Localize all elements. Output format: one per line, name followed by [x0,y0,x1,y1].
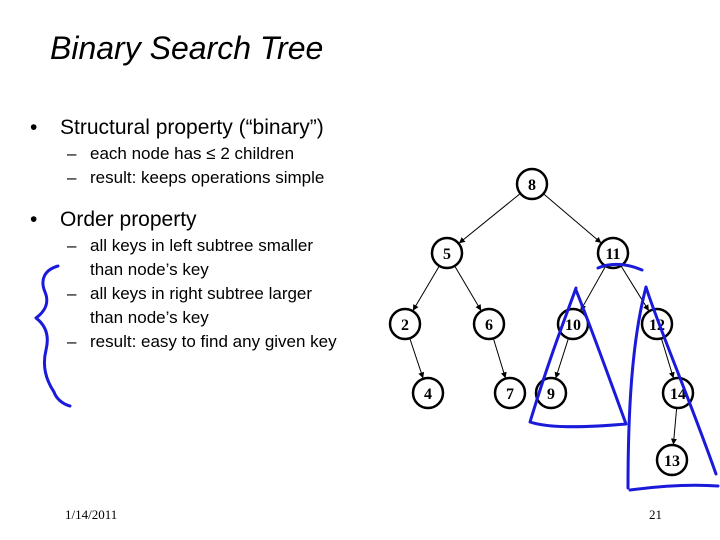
bullet-text: Structural property (“binary”) [60,116,324,139]
node-circle [640,307,674,341]
node-circle [472,307,506,341]
tree-node-12: 12 [640,307,674,341]
subitem-text: all keys in left subtree smaller [90,236,313,255]
bullet-structural: • Structural property (“binary”) [30,114,400,142]
tree-edge [454,265,482,311]
bullet-text: Order property [60,208,197,231]
tree-edge [620,265,649,311]
tree-edges [409,193,678,445]
subitem: – all keys in left subtree smaller than … [30,234,400,282]
bullet-order: • Order property [30,206,400,234]
ink-bottom-line [628,483,720,492]
subitem: – result: easy to find any given key [30,330,400,354]
tree-nodes: 8 5 11 2 6 10 12 4 7 9 14 13 [388,167,695,477]
subitem: – each node has ≤ 2 children [30,142,400,166]
dash-marker: – [67,332,77,351]
node-circle [388,307,422,341]
tree-node-9: 9 [534,376,568,410]
subitem-text-cont: than node’s key [90,260,209,279]
node-label: 7 [506,386,514,403]
node-circle [661,376,695,410]
footer-date: 1/14/2011 [65,507,118,522]
node-circle [655,443,689,477]
tree-edge [412,265,440,311]
tree-node-8: 8 [515,167,549,201]
ink-brace [34,264,72,408]
subitem-text-cont: than node’s key [90,308,209,327]
ink-right-subtree-bracket [626,285,718,490]
bullet-list: • Structural property (“binary”) – each … [30,114,400,354]
page-number: 21 [649,507,662,522]
slide-title: Binary Search Tree [50,30,324,66]
node-circle [430,236,464,270]
tree-node-14: 14 [661,376,695,410]
node-circle [411,376,445,410]
node-label: 8 [528,177,536,194]
bullet-marker: • [30,116,38,139]
dash-marker: – [67,144,77,163]
bullet-marker: • [30,208,38,231]
tree-node-2: 2 [388,307,422,341]
tree-edge [543,193,602,244]
dash-marker: – [67,168,77,187]
tree-edge [580,265,607,311]
tree-edge [660,338,675,379]
node-circle [515,167,549,201]
tree-edge [670,407,678,445]
subitem-text: result: keeps operations simple [90,168,325,187]
subitem: – all keys in right subtree larger than … [30,282,400,330]
node-circle [493,376,527,410]
tree-edge [409,338,425,379]
handwritten-annotations [34,262,720,492]
node-label: 13 [664,453,680,470]
node-label: 11 [605,246,620,263]
tree-edge [458,193,521,244]
subitem-text: result: easy to find any given key [90,332,337,351]
node-label: 14 [670,386,686,403]
node-label: 9 [547,386,555,403]
subitem-text: all keys in right subtree larger [90,284,313,303]
subitem: – result: keeps operations simple [30,166,400,190]
tree-node-13: 13 [655,443,689,477]
node-label: 4 [424,386,432,403]
dash-marker: – [67,236,77,255]
node-label: 10 [565,317,581,334]
tree-node-4: 4 [411,376,445,410]
dash-marker: – [67,284,77,303]
ink-underline-11 [596,262,644,272]
tree-node-11: 11 [596,236,630,270]
node-label: 2 [401,317,409,334]
node-circle [534,376,568,410]
tree-node-6: 6 [472,307,506,341]
ink-left-subtree-bracket [528,286,628,429]
tree-node-7: 7 [493,376,527,410]
subitem-text: each node has ≤ 2 children [90,144,295,163]
tree-node-5: 5 [430,236,464,270]
node-label: 6 [485,317,493,334]
node-label: 5 [443,246,451,263]
tree-edge [554,338,569,379]
tree-edge [492,338,507,379]
node-circle [596,236,630,270]
